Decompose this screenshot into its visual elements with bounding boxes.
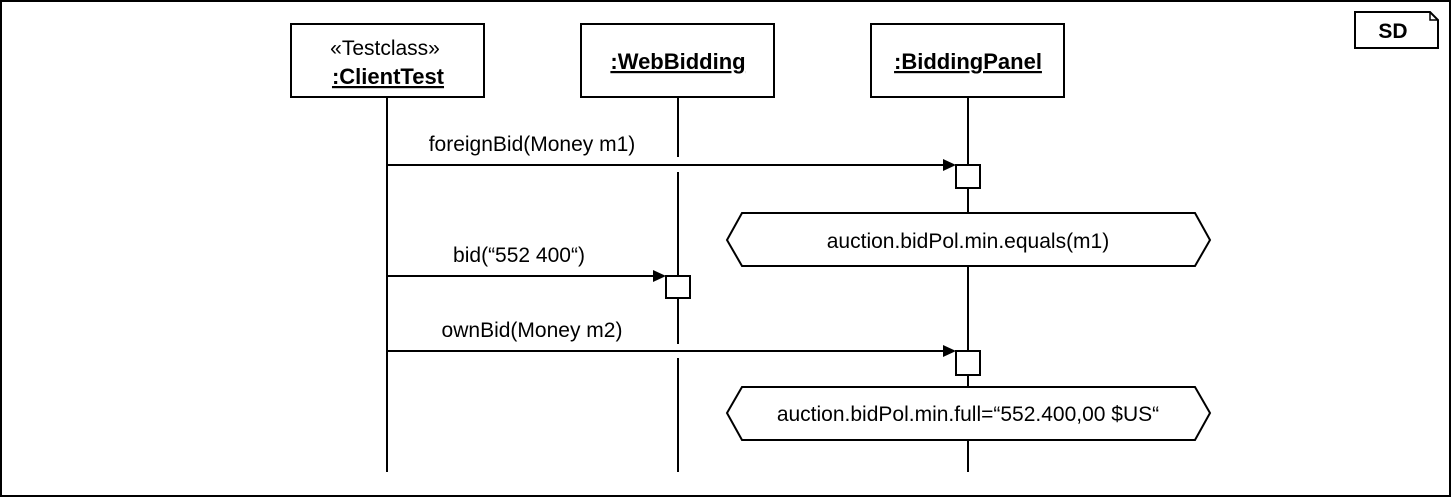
condition-text: auction.bidPol.min.full=“552.400,00 $US“ xyxy=(777,403,1159,426)
activation-bar xyxy=(665,275,691,299)
message-ownbid: ownBid(Money m2) xyxy=(387,319,956,357)
arrowhead-icon xyxy=(653,270,666,282)
activation-bar xyxy=(955,164,981,189)
lifeline-name-biddingpanel: :BiddingPanel xyxy=(894,49,1042,74)
arrowhead-icon xyxy=(943,345,956,357)
condition-text: auction.bidPol.min.equals(m1) xyxy=(827,230,1109,253)
condition-hexagon xyxy=(725,386,1212,441)
sd-tag-label: SD xyxy=(1378,20,1407,43)
lifeline-name-webbidding: :WebBidding xyxy=(610,49,745,74)
message-label: ownBid(Money m2) xyxy=(442,319,623,342)
message-bid: bid(“552 400“) xyxy=(387,244,666,282)
lifeline-head-webbidding xyxy=(580,23,775,98)
lifeline-head-biddingpanel xyxy=(870,23,1065,98)
lifeline-biddingpanel: :BiddingPanel xyxy=(870,23,1065,472)
lifeline-webbidding: :WebBidding xyxy=(580,23,775,472)
arrowhead-icon xyxy=(943,159,956,171)
message-label: bid(“552 400“) xyxy=(453,244,585,267)
state-invariant-1: auction.bidPol.min.equals(m1) xyxy=(725,212,1212,267)
message-foreignbid: foreignBid(Money m1) xyxy=(387,133,956,171)
sd-tag: SD xyxy=(1354,11,1439,49)
condition-hexagon xyxy=(725,212,1212,267)
stereotype-label: «Testclass» xyxy=(330,37,440,60)
state-invariant-2: auction.bidPol.min.full=“552.400,00 $US“ xyxy=(725,386,1212,441)
activation-bar xyxy=(955,350,981,376)
lifeline-clienttest: «Testclass» :ClientTest xyxy=(290,23,485,472)
message-label: foreignBid(Money m1) xyxy=(429,133,636,156)
lifeline-name-clienttest: :ClientTest xyxy=(332,64,445,89)
